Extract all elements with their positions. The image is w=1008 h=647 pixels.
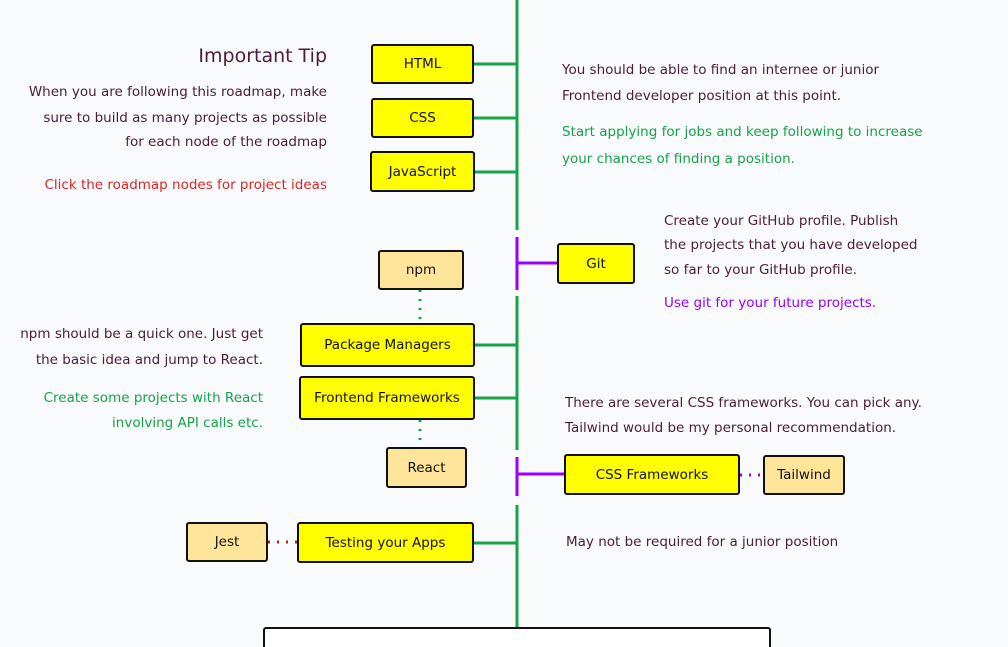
node-package-managers[interactable]: Package Managers [300,323,475,367]
node-css-frameworks[interactable]: CSS Frameworks [564,454,740,495]
github-note-line-1: Create your GitHub profile. Publish [664,213,899,229]
github-note-line-3: so far to your GitHub profile. [664,262,857,278]
tip-line-1: When you are following this roadmap, mak… [28,84,327,100]
node-javascript[interactable]: JavaScript [370,151,475,192]
next-section-node[interactable] [263,627,771,647]
tip-cta: Click the roadmap nodes for project idea… [44,177,328,193]
react-projects-note-line-2: involving API calls etc. [112,415,263,431]
css-frameworks-note-line-1: There are several CSS frameworks. You ca… [565,395,922,411]
internship-note-line-2: Frontend developer position at this poin… [562,88,842,104]
tip-line-2: sure to build as many projects as possib… [43,110,327,126]
node-testing-your-apps[interactable]: Testing your Apps [297,522,474,563]
tip-line-3: for each node of the roadmap [125,134,327,150]
node-html[interactable]: HTML [371,44,474,84]
node-jest[interactable]: Jest [186,522,268,562]
apply-note-line-2: your chances of finding a position. [562,151,795,167]
node-css[interactable]: CSS [371,98,474,138]
react-projects-note-line-1: Create some projects with React [43,390,263,406]
css-frameworks-note-line-2: Tailwind would be my personal recommenda… [565,420,897,436]
github-note-line-2: the projects that you have developed [664,237,918,253]
npm-note-line-2: the basic idea and jump to React. [35,352,263,368]
node-react[interactable]: React [386,447,467,488]
git-future-note: Use git for your future projects. [664,295,877,311]
node-npm[interactable]: npm [378,250,464,290]
node-git[interactable]: Git [557,243,635,284]
node-frontend-frameworks[interactable]: Frontend Frameworks [299,376,475,420]
node-tailwind[interactable]: Tailwind [763,455,845,495]
internship-note-line-1: You should be able to find an internee o… [562,62,880,78]
tip-title: Important Tip [198,45,327,67]
apply-note-line-1: Start applying for jobs and keep followi… [562,124,923,140]
testing-note: May not be required for a junior positio… [566,534,839,550]
npm-note-line-1: npm should be a quick one. Just get [20,326,263,342]
